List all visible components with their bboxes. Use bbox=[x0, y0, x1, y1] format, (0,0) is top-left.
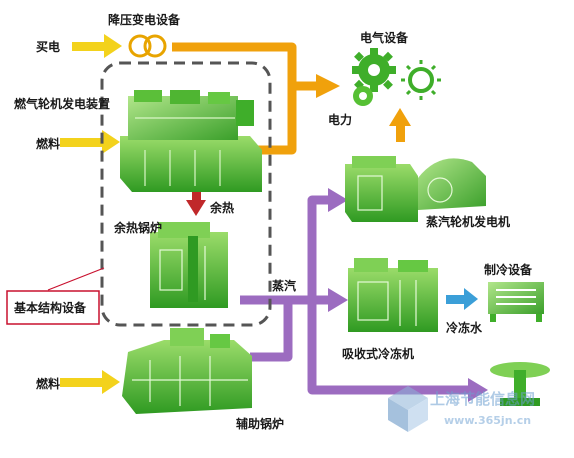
gear-icon bbox=[352, 48, 396, 106]
basic-structure-callout bbox=[6, 290, 100, 325]
label-steam: 蒸汽 bbox=[272, 278, 296, 293]
label-absorption-chiller: 吸收式冷冻机 bbox=[342, 346, 414, 361]
watermark-cn: 上海节能信息网 bbox=[430, 390, 535, 408]
label-buy-power: 买电 bbox=[36, 39, 60, 54]
waste-heat-boiler-unit bbox=[150, 222, 228, 308]
electric-flow-lines bbox=[172, 42, 318, 155]
chilled-water-arrow bbox=[446, 288, 478, 310]
label-fuel-bottom: 燃料 bbox=[36, 376, 60, 391]
label-steam-turbine-generator: 蒸汽轮机发电机 bbox=[426, 214, 510, 229]
absorption-chiller-unit bbox=[348, 258, 438, 332]
lightbulb-icon bbox=[401, 60, 441, 100]
cooling-unit bbox=[488, 282, 544, 322]
watermark: 上海节能信息网 www.365jn.cn bbox=[388, 386, 535, 432]
basic-structure-boundary bbox=[100, 61, 272, 327]
steam-flow-lines bbox=[240, 195, 470, 395]
steam-arrowhead-bottom bbox=[468, 378, 488, 402]
fan-unit bbox=[490, 362, 550, 406]
label-transformer: 降压变电设备 bbox=[108, 12, 181, 27]
label-refrigeration-equipment: 制冷设备 bbox=[484, 262, 533, 277]
label-chilled-water: 冷冻水 bbox=[446, 320, 483, 335]
steam-arrowhead-top bbox=[328, 188, 348, 212]
label-electrical-equipment: 电气设备 bbox=[360, 30, 409, 45]
label-basic-structure: 基本结构设备 bbox=[13, 300, 87, 315]
transformer-icon bbox=[128, 34, 167, 58]
steam-arrowhead-mid bbox=[328, 288, 348, 312]
power-arrowhead bbox=[316, 74, 340, 98]
label-waste-heat: 余热 bbox=[209, 200, 234, 215]
auxiliary-boiler-unit bbox=[122, 328, 252, 414]
waste-heat-arrow bbox=[186, 184, 206, 216]
label-auxiliary-boiler: 辅助锅炉 bbox=[236, 416, 284, 431]
label-power: 电力 bbox=[328, 112, 352, 127]
label-gas-turbine-unit: 燃气轮机发电装置 bbox=[14, 96, 110, 111]
label-fuel-top: 燃料 bbox=[36, 136, 60, 151]
power-up-arrow-shaft bbox=[396, 124, 405, 142]
callout-leader bbox=[47, 267, 105, 291]
steam-turbine-unit bbox=[345, 156, 486, 222]
watermark-url: www.365jn.cn bbox=[444, 414, 531, 427]
power-up-arrowhead bbox=[389, 108, 411, 126]
gas-turbine-unit bbox=[120, 90, 262, 192]
fuel-input-arrows bbox=[60, 34, 122, 394]
label-waste-heat-boiler: 余热锅炉 bbox=[113, 220, 162, 235]
